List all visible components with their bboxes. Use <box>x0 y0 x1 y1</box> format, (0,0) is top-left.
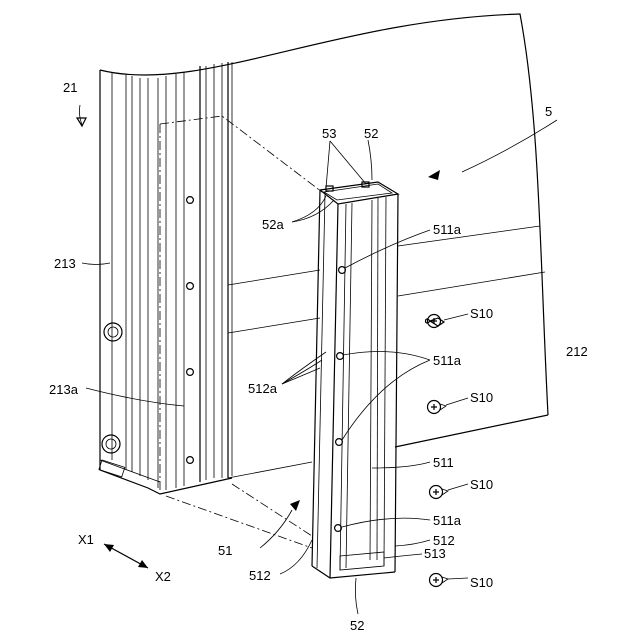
frame-213 <box>99 63 232 494</box>
double-arrow-icon <box>104 544 148 568</box>
label-51: 51 <box>218 543 232 558</box>
label-512-left: 512 <box>249 568 271 583</box>
label-s10-1: S10 <box>470 306 493 321</box>
label-x2: X2 <box>155 569 171 584</box>
label-511a-bottom: 511a <box>433 513 462 528</box>
label-s10-4: S10 <box>470 575 493 590</box>
label-511: 511 <box>433 455 454 470</box>
label-52-bottom: 52 <box>350 618 364 633</box>
label-s10-2: S10 <box>470 390 493 405</box>
arrowhead-51 <box>290 500 300 511</box>
label-52a: 52a <box>262 217 284 232</box>
label-511a-top: 511a <box>433 222 462 237</box>
screw-icon <box>428 401 447 414</box>
screw-icon <box>430 574 449 587</box>
label-213a: 213a <box>49 382 79 397</box>
label-5: 5 <box>545 104 552 119</box>
label-x1: X1 <box>78 532 94 547</box>
label-53: 53 <box>322 126 336 141</box>
label-21: 21 <box>63 80 77 95</box>
label-212: 212 <box>566 344 588 359</box>
label-52-top: 52 <box>364 126 378 141</box>
label-511a-mid: 511a <box>433 353 462 368</box>
screw-icon <box>426 315 445 328</box>
arrowhead-21 <box>77 118 86 126</box>
arrowhead-5 <box>428 170 440 180</box>
screw-icon <box>430 486 449 499</box>
label-213: 213 <box>54 256 76 271</box>
label-512a: 512a <box>248 381 278 396</box>
label-513: 513 <box>424 546 446 561</box>
leader-lines <box>79 105 557 614</box>
label-s10-3: S10 <box>470 477 493 492</box>
